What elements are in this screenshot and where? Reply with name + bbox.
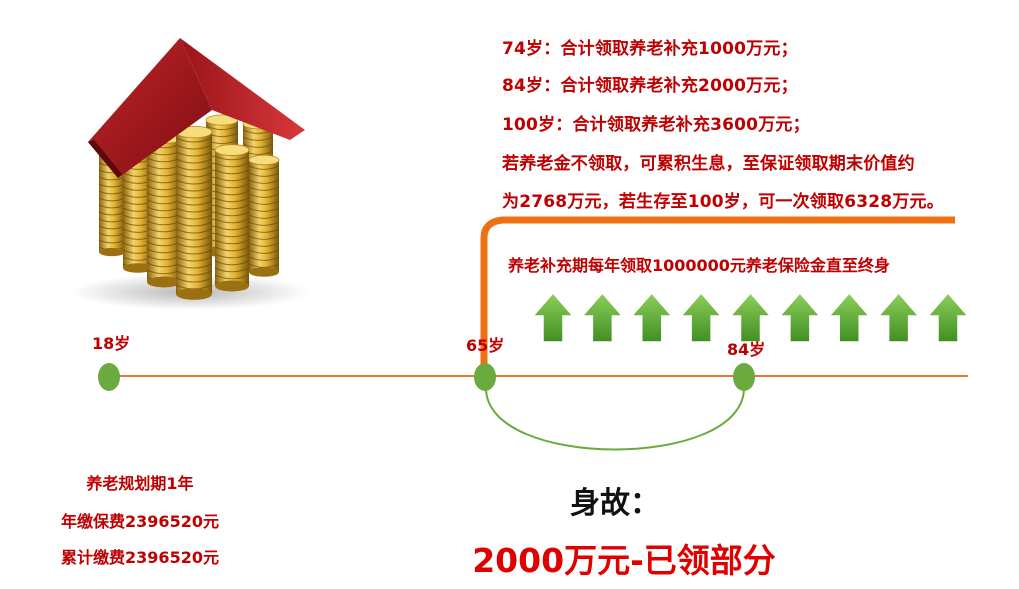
- up-arrow-icon: [728, 291, 773, 343]
- age-label-18: 18岁: [92, 334, 131, 353]
- age-label-84: 84岁: [727, 340, 766, 359]
- up-arrow-icon: [778, 291, 822, 343]
- up-arrow-icon: [679, 291, 723, 343]
- payout-period-bracket: [480, 216, 955, 368]
- payout-arrows: [531, 291, 970, 343]
- plan-period: 养老规划期1年: [86, 474, 194, 493]
- up-arrow-icon: [531, 291, 575, 343]
- guaranteed-period-arc: [485, 387, 745, 451]
- note-accumulate-line1: 若养老金不领取，可累积生息，至保证领取期末价值约: [502, 154, 915, 174]
- timeline-node-65: [474, 363, 496, 391]
- up-arrow-icon: [630, 291, 674, 343]
- payout-caption: 养老补充期每年领取1000000元养老保险金直至终身: [508, 256, 890, 275]
- note-age-84: 84岁：合计领取养老补充2000万元；: [502, 76, 798, 96]
- timeline-node-18: [98, 363, 120, 391]
- age-label-65: 65岁: [466, 336, 505, 355]
- up-arrow-icon: [580, 291, 625, 343]
- up-arrow-icon: [926, 291, 970, 343]
- up-arrow-icon: [876, 291, 921, 343]
- plan-annual-premium: 年缴保费2396520元: [61, 512, 219, 531]
- note-age-74: 74岁：合计领取养老补充1000万元；: [502, 39, 798, 59]
- house-of-coins-icon: [70, 38, 310, 310]
- timeline-node-84: [733, 363, 755, 391]
- up-arrow-icon: [827, 291, 871, 343]
- note-age-100: 100岁：合计领取养老补充3600万元；: [502, 115, 810, 135]
- plan-total-premium: 累计缴费2396520元: [61, 548, 219, 567]
- death-benefit-amount: 2000万元-已领部分: [472, 541, 776, 580]
- death-benefit-title: 身故：: [570, 486, 660, 521]
- note-accumulate-line2: 为2768万元，若生存至100岁，可一次领取6328万元。: [502, 192, 944, 212]
